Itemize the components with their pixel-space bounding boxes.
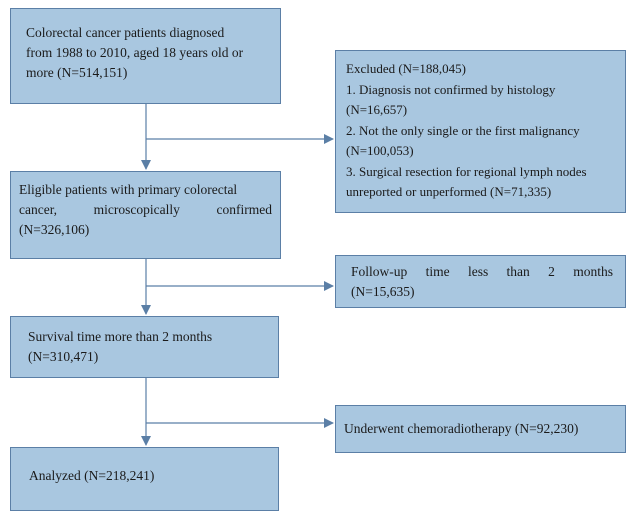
step-eligible-patients: Eligible patients with primary colorecta…: [10, 171, 281, 259]
exclusion-follow-up-line-1: Follow-up time less than 2 months: [351, 264, 613, 279]
exclusion-initial-line-6: 3. Surgical resection for regional lymph…: [346, 163, 587, 179]
step-survival-line-2: (N=310,471): [28, 349, 99, 364]
step-survival-line-1: Survival time more than 2 months: [28, 329, 213, 344]
step-eligible-patients-line-2: cancer, microscopically confirmed: [19, 202, 272, 217]
exclusion-chemoradiotherapy-line-1: Underwent chemoradiotherapy (N=92,230): [344, 421, 579, 436]
exclusion-box-follow-up: Follow-up time less than 2 months (N=15,…: [335, 255, 626, 308]
step-initial-cohort-line-3: more (N=514,151): [26, 65, 128, 80]
step-eligible-patients-line-3: (N=326,106): [19, 222, 90, 237]
exclusion-initial-line-7: unreported or unperformed (N=71,335): [346, 184, 552, 199]
exclusion-initial-line-4: 2. Not the only single or the first mali…: [346, 122, 580, 138]
exclusion-follow-up-line-2: (N=15,635): [351, 284, 415, 299]
exclusion-box-initial: Excluded (N=188,045) 1. Diagnosis not co…: [335, 50, 626, 213]
exclusion-initial-line-1: Excluded (N=188,045): [346, 61, 466, 76]
exclusion-initial-line-2: 1. Diagnosis not confirmed by histology: [346, 81, 556, 97]
step-survival-over-2-months: Survival time more than 2 months (N=310,…: [10, 316, 279, 378]
step-initial-cohort-line-1: Colorectal cancer patients diagnosed: [26, 25, 225, 40]
exclusion-box-chemoradiotherapy: Underwent chemoradiotherapy (N=92,230): [335, 405, 626, 453]
step-analyzed: Analyzed (N=218,241): [10, 447, 279, 511]
step-initial-cohort: Colorectal cancer patients diagnosed fro…: [10, 8, 281, 104]
step-eligible-patients-line-1: Eligible patients with primary colorecta…: [19, 182, 238, 197]
step-initial-cohort-line-2: from 1988 to 2010, aged 18 years old or: [26, 45, 244, 60]
exclusion-initial-line-5: (N=100,053): [346, 143, 414, 158]
step-analyzed-line-1: Analyzed (N=218,241): [29, 468, 155, 483]
exclusion-initial-line-3: (N=16,657): [346, 102, 408, 117]
